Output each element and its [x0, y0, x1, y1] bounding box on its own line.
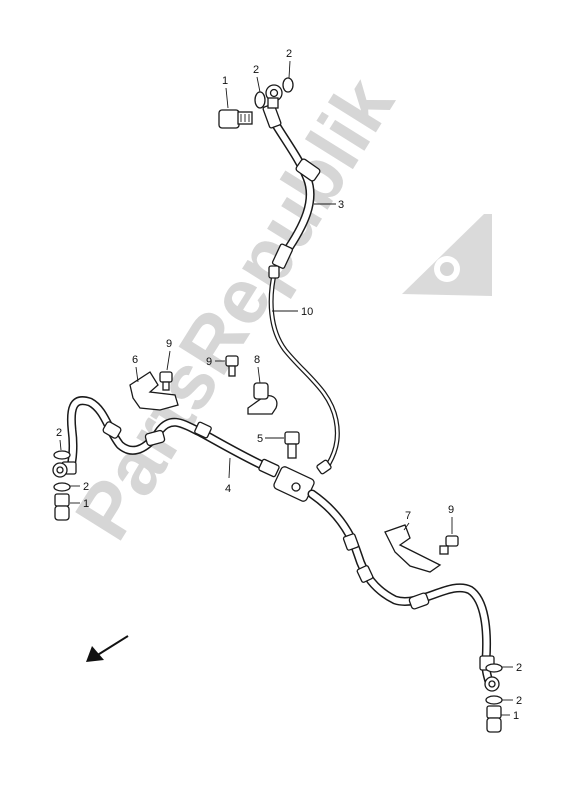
- callout-label: 1: [222, 75, 228, 87]
- callout-label: 6: [132, 354, 138, 366]
- callout-label: 4: [225, 483, 231, 495]
- upper-brake-hose: [262, 84, 321, 269]
- callout-label: 9: [448, 504, 454, 516]
- hose-bracket-left: [129, 371, 179, 411]
- hose-bracket-right: [384, 524, 459, 573]
- callout-label: 2: [516, 695, 522, 707]
- callout-label: 7: [405, 510, 411, 522]
- callout-label: 2: [253, 64, 259, 76]
- brake-pipe: [268, 265, 340, 475]
- banjo-bolt: [218, 109, 253, 129]
- left-brake-hose: [52, 396, 280, 478]
- callout-label: 9: [166, 338, 172, 350]
- callout-label: 1: [513, 710, 519, 722]
- callout-label: 3: [338, 199, 344, 211]
- watermark: PartsRepublik: [58, 62, 492, 554]
- callout-label: 8: [254, 354, 260, 366]
- sealing-washer: [485, 695, 503, 705]
- sealing-washer: [282, 77, 294, 93]
- hose-clamp: [225, 355, 278, 415]
- arrow-down-left-icon: [86, 635, 129, 662]
- callout-label: 2: [56, 427, 62, 439]
- sealing-washer: [254, 91, 266, 109]
- gear-icon: [402, 214, 492, 296]
- callout-label: 2: [286, 48, 292, 60]
- banjo-bolt: [54, 493, 70, 521]
- callout-label: 2: [83, 481, 89, 493]
- callout-label: 10: [301, 306, 313, 318]
- callout-label: 5: [257, 433, 263, 445]
- callout-label: 9: [206, 356, 212, 368]
- sealing-washer: [53, 450, 71, 460]
- right-brake-hose: [307, 489, 500, 692]
- callout-labels: 1 2 2 3 10 8 9 6 9 5 4 2 2 1 7 9 2: [56, 48, 522, 722]
- callout-label: 2: [516, 662, 522, 674]
- junction-bolt: [284, 431, 300, 459]
- sealing-washer: [485, 663, 503, 673]
- banjo-bolt: [486, 705, 502, 733]
- callout-label: 1: [83, 498, 89, 510]
- watermark-text: PartsRepublik: [58, 62, 411, 554]
- sealing-washer: [53, 482, 71, 492]
